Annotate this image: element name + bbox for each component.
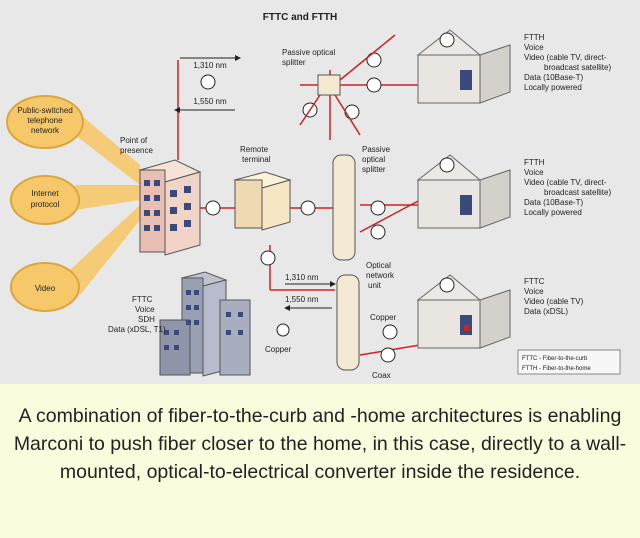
house-top-line-3: Video (cable TV, direct-	[524, 53, 607, 62]
fttc-copper-label: Copper	[265, 345, 292, 354]
house-bot-line-1: FTTC	[524, 277, 545, 286]
house-mid-line-6: Locally powered	[524, 208, 582, 217]
wl-mid-1550: 1,550 nm	[285, 295, 319, 304]
wavelength-top: 1,310 nm 1,550 nm	[174, 55, 241, 113]
house-top	[416, 29, 511, 104]
house-top-line-2: Voice	[524, 43, 544, 52]
wl-mid-1310: 1,310 nm	[285, 273, 319, 282]
house-bot-line-4: Data (xDSL)	[524, 307, 568, 316]
house-bot-labels: FTTC Voice Video (cable TV) Data (xDSL)	[524, 277, 584, 316]
fttc-bldg-label-3: SDH	[138, 315, 155, 324]
house-bot-line-3: Video (cable TV)	[524, 297, 584, 306]
house-mid-line-3: Video (cable TV, direct-	[524, 178, 607, 187]
caption-text: A combination of fiber-to-the-curb and -…	[13, 405, 627, 483]
legend-ftth: FTTH - Fiber-to-the-home	[522, 366, 591, 372]
remote-terminal: Remote terminal	[205, 145, 316, 266]
onu-label-2: network	[366, 271, 395, 280]
house-mid-labels: FTTH Voice Video (cable TV, direct- broa…	[524, 158, 611, 217]
passive-splitter-top: Passive optical splitter	[282, 34, 396, 136]
pstn-cloud: Public-switched telephone network	[6, 95, 84, 149]
caption-panel: A combination of fiber-to-the-curb and -…	[0, 384, 640, 538]
legend: FTTC - Fiber-to-the-curb FTTH - Fiber-to…	[517, 349, 621, 375]
legend-fttc: FTTC - Fiber-to-the-curb	[522, 356, 588, 362]
house-mid-line-1: FTTH	[524, 158, 545, 167]
onu-label-3: unit	[368, 281, 382, 290]
fttc-bldg-label-2: Voice	[135, 305, 155, 314]
onu-label-1: Optical	[366, 261, 391, 270]
house-bot	[416, 274, 511, 349]
house-top-line-1: FTTH	[524, 33, 545, 42]
video-label: Video	[35, 284, 56, 293]
optical-network-unit: Optical network unit Copper Coax	[336, 261, 398, 380]
pop-building: Point of presence	[120, 60, 202, 256]
splitter-mid-label-3: splitter	[362, 165, 386, 174]
house-bot-line-2: Voice	[524, 287, 544, 296]
pop-label-2: presence	[120, 146, 153, 155]
diagram-title: FTTC and FTTH	[263, 12, 337, 23]
house-mid	[416, 154, 511, 229]
video-cloud: Video	[10, 262, 80, 312]
fttc-bldg-label-4: Data (xDSL, T1)	[108, 325, 166, 334]
splitter-top-label-1: Passive optical	[282, 48, 336, 57]
onu-copper-label: Copper	[370, 313, 397, 322]
house-top-line-5: Data (10Base-T)	[524, 73, 583, 82]
wl-top-1310: 1,310 nm	[193, 61, 227, 70]
house-top-labels: FTTH Voice Video (cable TV, direct- broa…	[524, 33, 611, 92]
house-top-line-4: broadcast satellite)	[544, 63, 611, 72]
signal-beams	[70, 110, 140, 295]
internet-label-1: Internet	[31, 189, 59, 198]
splitter-mid-label-1: Passive	[362, 145, 391, 154]
house-mid-line-2: Voice	[524, 168, 544, 177]
fttc-bldg-label-1: FTTC	[132, 295, 153, 304]
house-mid-line-5: Data (10Base-T)	[524, 198, 583, 207]
pop-label-1: Point of	[120, 136, 148, 145]
internet-cloud: Internet protocol	[10, 175, 80, 225]
wl-top-1550: 1,550 nm	[193, 97, 227, 106]
coax-label: Coax	[372, 371, 391, 380]
pstn-label-1: Public-switched	[17, 106, 73, 115]
splitter-mid-label-2: optical	[362, 155, 385, 164]
fttc-buildings: FTTC Voice SDH Data (xDSL, T1) Copper	[108, 271, 292, 377]
internet-label-2: protocol	[31, 200, 60, 209]
pstn-label-2: telephone	[27, 116, 63, 125]
passive-splitter-mid: Passive optical splitter	[332, 145, 391, 261]
house-mid-line-4: broadcast satellite)	[544, 188, 611, 197]
rt-label-1: Remote	[240, 145, 269, 154]
network-diagram: FTTC and FTTH Public-switched telephone …	[6, 12, 621, 380]
house-top-line-6: Locally powered	[524, 83, 582, 92]
wavelength-mid: 1,310 nm 1,550 nm	[284, 273, 336, 311]
rt-label-2: terminal	[242, 155, 271, 164]
splitter-top-label-2: splitter	[282, 58, 306, 67]
pstn-label-3: network	[31, 126, 60, 135]
